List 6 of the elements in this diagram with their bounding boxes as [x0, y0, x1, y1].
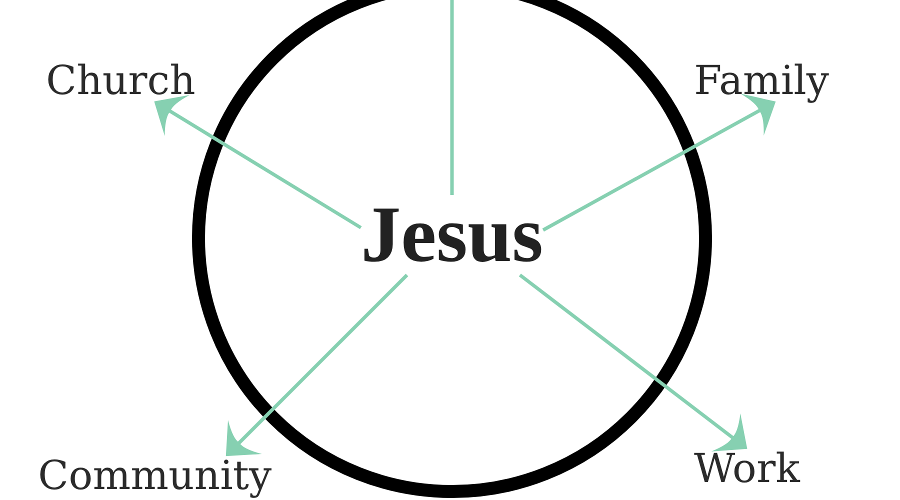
topic-label: Work: [694, 447, 800, 491]
topic-label: Family: [694, 59, 829, 103]
center-label: Jesus: [360, 195, 544, 275]
connector-line: [450, 0, 454, 195]
topic-label: Church: [46, 59, 196, 103]
topic-label: Community: [38, 454, 272, 498]
